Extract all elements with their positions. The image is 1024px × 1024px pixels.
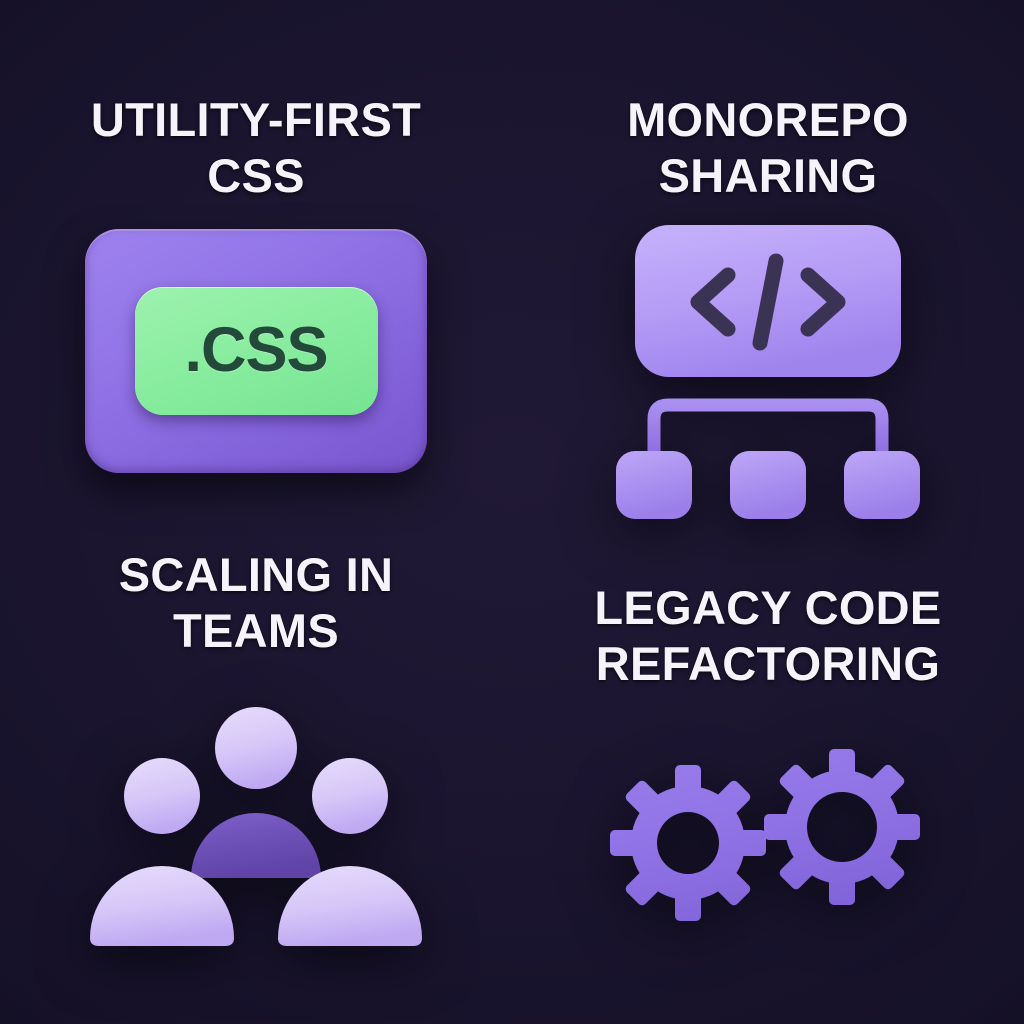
card-scaling-in-teams[interactable]: SCALING IN TEAMS bbox=[0, 512, 512, 1024]
card-title-monorepo-sharing: MONOREPO SHARING bbox=[627, 93, 909, 203]
tree-node-left bbox=[616, 450, 692, 519]
team-person-center bbox=[191, 706, 321, 878]
team-person-left-body bbox=[90, 865, 234, 946]
code-angle-brackets-glyph bbox=[690, 253, 846, 351]
team-person-left-head bbox=[124, 757, 200, 834]
gear-right bbox=[596, 720, 940, 953]
gears-svg bbox=[596, 720, 940, 953]
gears-icon bbox=[596, 720, 940, 953]
tree-node-right bbox=[844, 450, 920, 519]
card-title-scaling-in-teams: SCALING IN TEAMS bbox=[118, 548, 394, 658]
code-tree-sharing-icon bbox=[598, 219, 938, 529]
css-badge-outer: .CSS bbox=[85, 228, 427, 473]
card-legacy-code-refactoring[interactable]: LEGACY CODE REFACTORING bbox=[512, 512, 1024, 1024]
tree-node-center bbox=[730, 450, 806, 519]
card-title-legacy-code-refactoring: LEGACY CODE REFACTORING bbox=[594, 581, 942, 691]
css-badge-chip: .CSS bbox=[134, 286, 378, 415]
team-person-right-body bbox=[278, 865, 422, 946]
css-chip-label: .CSS bbox=[184, 315, 328, 386]
team-person-center-body bbox=[191, 812, 321, 878]
team-person-right-head bbox=[312, 757, 388, 834]
card-monorepo-sharing[interactable]: MONOREPO SHARING bbox=[512, 0, 1024, 519]
team-person-right bbox=[278, 757, 422, 946]
team-person-left bbox=[90, 757, 234, 946]
card-utility-first-css[interactable]: UTILITY-FIRST CSS .CSS bbox=[0, 0, 512, 512]
code-tree-svg bbox=[616, 224, 920, 519]
team-person-center-head bbox=[215, 706, 297, 789]
team-people-svg bbox=[90, 706, 422, 946]
card-title-utility-first-css: UTILITY-FIRST CSS bbox=[90, 93, 422, 203]
team-people-icon bbox=[80, 688, 432, 950]
css-file-badge-icon: .CSS bbox=[85, 228, 427, 473]
